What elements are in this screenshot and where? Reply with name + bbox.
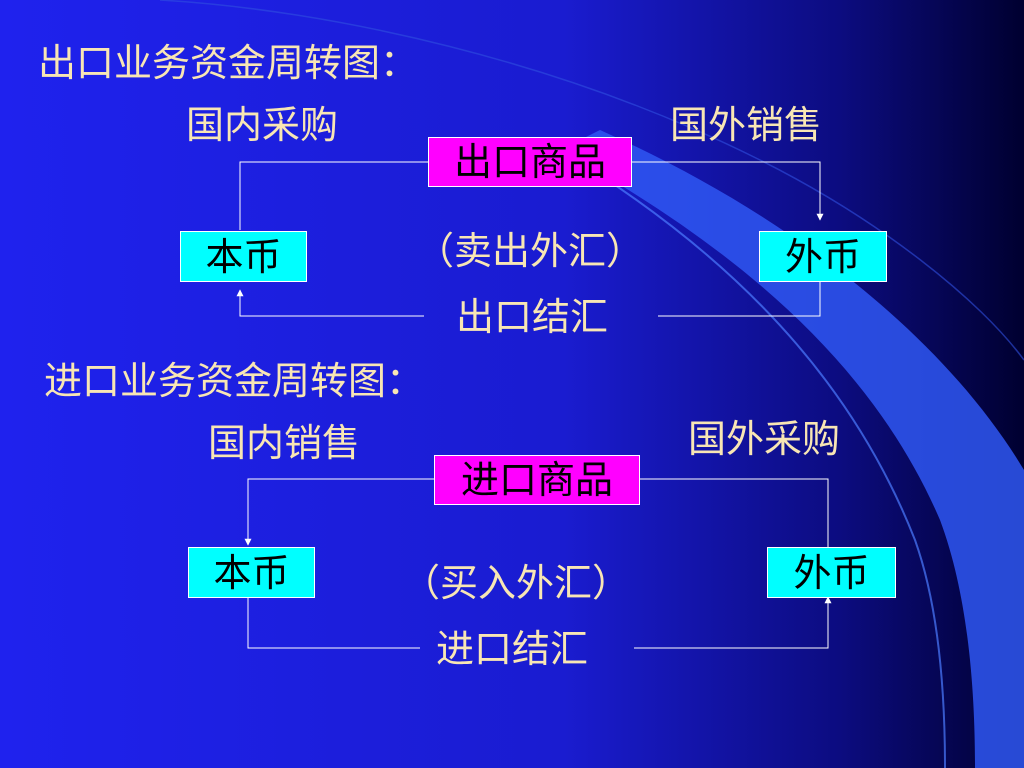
import-right-label: 国外采购 [688,417,841,461]
export-foreign-currency-box: 外币 [759,231,887,282]
export-local-currency-box: 本币 [180,231,307,282]
import-foreign-currency-box: 外币 [767,547,896,598]
import-middle-note: （买入外汇） [402,561,631,605]
import-top-left-arrow [244,478,434,546]
export-settlement-label: 出口结汇 [456,295,609,339]
export-goods-box: 出口商品 [428,137,632,187]
export-top-left-connector [239,161,428,230]
export-bottom-right-connector [658,280,821,317]
export-left-label: 国内采购 [186,103,339,147]
import-goods-box: 进口商品 [434,455,640,505]
import-bottom-right-arrow [634,596,832,649]
export-middle-note: （卖出外汇） [416,229,645,273]
export-right-label: 国外销售 [670,103,823,147]
import-title: 进口业务资金周转图： [44,359,425,403]
export-title: 出口业务资金周转图： [38,41,419,85]
import-top-right-connector [640,478,829,548]
export-top-right-arrow [632,161,824,221]
decorative-swoosh-edge [599,174,946,768]
import-left-label: 国内销售 [208,421,361,465]
decorative-arc [159,0,1024,361]
import-settlement-label: 进口结汇 [436,627,589,671]
import-local-currency-box: 本币 [188,547,315,598]
import-bottom-left-connector [247,598,420,649]
export-bottom-left-arrow [236,289,424,317]
